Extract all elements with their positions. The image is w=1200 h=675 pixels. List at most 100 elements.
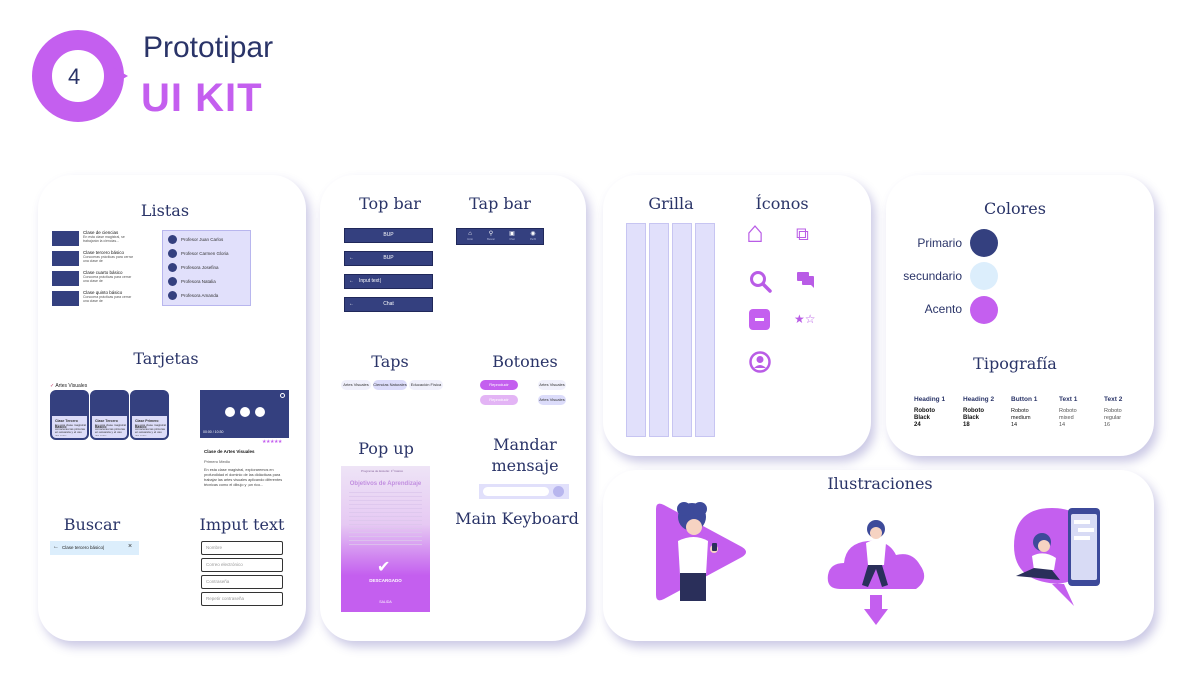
list-item[interactable]: Clase de ciencias En esta clase magistra… xyxy=(52,230,162,246)
tab-search[interactable]: ⚲ Buscar xyxy=(484,231,498,241)
list-item-title: Clase cuarto básico xyxy=(83,270,123,275)
top-bar-label: BUP xyxy=(383,255,394,261)
swatch-primary xyxy=(970,229,998,257)
password-field[interactable]: Contraseña xyxy=(201,575,283,589)
people-item[interactable]: Profesora Josefina xyxy=(181,265,219,270)
avatar xyxy=(168,235,177,244)
grid-column xyxy=(672,223,692,437)
type-name: Heading 1 xyxy=(914,396,946,403)
cards-section-label: ✓ Artes Visuales xyxy=(50,383,87,389)
list-thumbnail xyxy=(52,271,79,286)
type-size: 14 xyxy=(1059,422,1066,428)
listas-title: Listas xyxy=(140,201,190,220)
avatar xyxy=(168,277,177,286)
video-time: 00:00 / 10:30 xyxy=(203,430,224,434)
iconos-title: Íconos xyxy=(755,194,809,213)
search-icon xyxy=(748,269,772,293)
clear-icon[interactable]: × xyxy=(128,543,133,550)
tab-home[interactable]: ⌂ Inicio xyxy=(463,231,477,241)
step-ring-icon xyxy=(32,30,128,122)
send-button[interactable] xyxy=(553,486,564,497)
list-thumbnail xyxy=(52,231,79,246)
course-card-desc: En esta clase magistral conoceras las pi… xyxy=(95,424,126,436)
illustration-cloud xyxy=(826,515,928,631)
grid-column xyxy=(695,223,715,437)
secondary-button-active[interactable]: Artes Visuales xyxy=(538,395,566,405)
people-item[interactable]: Profesora Amanda xyxy=(181,293,219,298)
swatch-accent xyxy=(970,296,998,324)
check-icon: ✔ xyxy=(377,559,391,576)
back-arrow-icon[interactable]: ← xyxy=(349,278,354,284)
list-item[interactable]: Clase quinto básico Conocera prácticas p… xyxy=(52,290,162,306)
play-button[interactable]: Reproducir xyxy=(480,380,518,390)
tab-chip[interactable]: Artes Visuales xyxy=(341,380,371,390)
type-size: 14 xyxy=(1011,422,1018,428)
botones-title: Botones xyxy=(492,352,558,371)
course-card[interactable]: Clase Tercero Básico En esta clase magis… xyxy=(90,390,129,440)
tab-label: Perfil xyxy=(530,238,536,241)
repeat-password-field[interactable]: Repetir contraseña xyxy=(201,592,283,606)
course-card[interactable]: Clase Tercero Básico En esta clase magis… xyxy=(50,390,89,440)
top-bar-back[interactable]: ← BUP xyxy=(344,251,433,266)
type-font: Roboto Black xyxy=(963,408,984,421)
list-item[interactable]: Clase cuarto básico Conocera prácticas p… xyxy=(52,270,162,286)
message-input[interactable] xyxy=(483,487,549,496)
tab-label: Chat xyxy=(509,238,515,241)
card-colors-typography xyxy=(886,175,1154,456)
top-bar-label: Chat xyxy=(383,301,394,307)
copy-icon: ⧉ xyxy=(796,224,809,244)
home-icon: ⌂ xyxy=(746,216,765,249)
search-icon: ⚲ xyxy=(488,231,494,237)
back-arrow-icon[interactable]: ← xyxy=(53,544,59,550)
input-text-title: Imput text xyxy=(199,515,285,534)
top-bar-chat[interactable]: ← Chat xyxy=(344,297,433,312)
type-name: Text 2 xyxy=(1104,396,1123,403)
video-desc: En esta clase magistral, exploraremos en… xyxy=(204,467,283,487)
popup-exit[interactable]: SALIDA xyxy=(379,600,392,604)
play-button-disabled[interactable]: Reproducir xyxy=(480,395,518,405)
people-item[interactable]: Profesor Carmen Gloria xyxy=(181,251,229,256)
illustration-chat xyxy=(1012,506,1104,608)
name-field[interactable]: Nombre xyxy=(201,541,283,555)
back-arrow-icon[interactable]: ← xyxy=(349,301,354,307)
tab-chip[interactable]: Ciencias Naturales xyxy=(373,380,407,390)
play-icon[interactable] xyxy=(240,407,250,417)
people-item[interactable]: Profesora Natalia xyxy=(181,279,216,284)
home-icon: ⌂ xyxy=(468,231,472,237)
list-thumbnail xyxy=(52,251,79,266)
download-button[interactable]: DESCARGADO xyxy=(369,578,402,583)
secondary-button[interactable]: Artes Visuales xyxy=(538,380,566,390)
type-name: Button 1 xyxy=(1011,396,1038,403)
video-player[interactable]: 00:00 / 10:30 xyxy=(200,390,289,438)
top-bar-input-value[interactable]: Input text| xyxy=(359,278,381,284)
top-bar-label: BUP xyxy=(383,232,394,238)
ilustraciones-title: Ilustraciones xyxy=(827,474,933,493)
list-thumbnail xyxy=(52,291,79,306)
top-bar-centered[interactable]: BUP xyxy=(344,228,433,243)
swatch-secondary xyxy=(970,262,998,290)
chat-icon xyxy=(797,272,815,288)
tab-chip[interactable]: Educación Física xyxy=(409,380,443,390)
rewind-icon[interactable] xyxy=(225,407,235,417)
tab-chat[interactable]: ▣ Chat xyxy=(505,231,519,241)
tab-profile[interactable]: ◉ Perfil xyxy=(526,231,540,241)
top-bar-title: Top bar xyxy=(359,194,421,213)
list-item-title: Clase tercero básico xyxy=(83,250,125,255)
forward-icon[interactable] xyxy=(255,407,265,417)
illustration-play xyxy=(650,497,750,603)
people-item[interactable]: Profesor Juan Carlos xyxy=(181,237,224,242)
type-size: 24 xyxy=(914,422,921,428)
list-item[interactable]: Clase tercero básico Conoceras prácticas… xyxy=(52,250,162,266)
email-field[interactable]: Correo electrónico xyxy=(201,558,283,572)
avatar xyxy=(168,263,177,272)
search-input[interactable]: Clase tercero básico| xyxy=(62,545,105,550)
send-message-line2: mensaje xyxy=(491,456,559,475)
top-bar-input[interactable]: ← Input text| xyxy=(344,274,433,289)
avatar xyxy=(168,249,177,258)
back-arrow-icon[interactable]: ← xyxy=(349,255,354,261)
type-style-text2: Text 2 Roboto regular 16 xyxy=(1104,396,1148,428)
main-keyboard-title: Main Keyboard xyxy=(455,509,579,528)
settings-icon[interactable] xyxy=(280,393,285,398)
search-bar[interactable]: ← Clase tercero básico| × xyxy=(50,541,139,555)
course-card[interactable]: Clase Primero Básico En esta clase magis… xyxy=(130,390,169,440)
